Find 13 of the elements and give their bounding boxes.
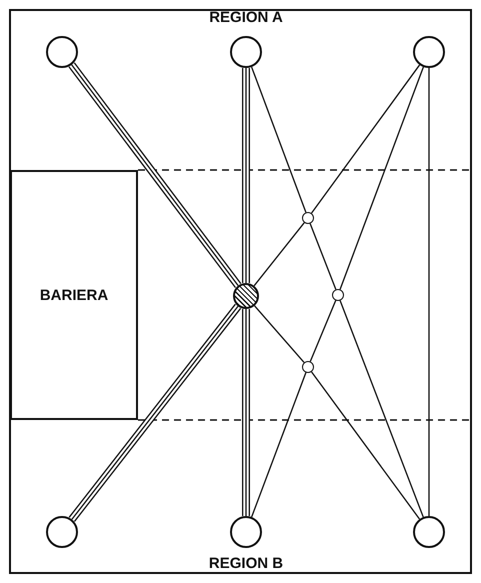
node-circle [413, 36, 445, 68]
region-label: REGION B [208, 555, 284, 572]
node-circle [302, 212, 314, 224]
node-circle [413, 516, 445, 548]
node-circle [46, 516, 78, 548]
region-label: REGION A [209, 9, 283, 26]
barrier-box: BARIERA [10, 170, 138, 420]
node-circle [230, 36, 262, 68]
node-circle [302, 361, 314, 373]
node-circle [46, 36, 78, 68]
node-circle [230, 516, 262, 548]
hatched-circle [233, 283, 259, 309]
node-circle [332, 289, 344, 301]
